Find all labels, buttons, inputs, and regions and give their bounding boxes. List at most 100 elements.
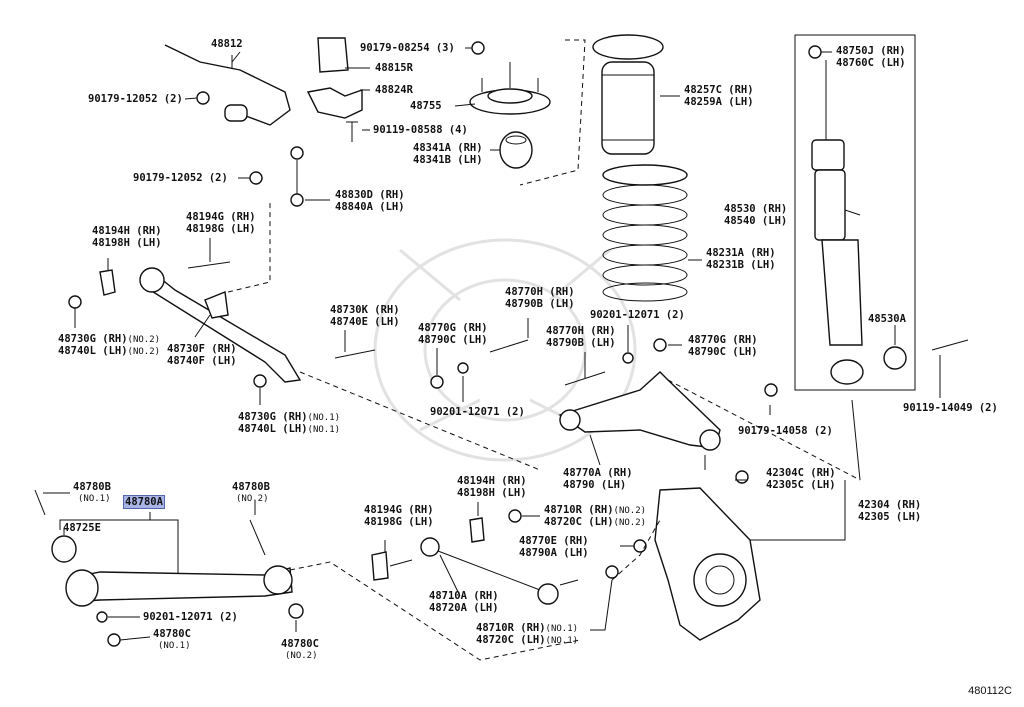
- label-42305: 42305 (LH): [858, 511, 922, 523]
- label-48341b: 48341B (LH): [413, 154, 483, 166]
- label-48720c-no2: 48720C (LH)(NO.2): [544, 516, 647, 528]
- bushing-42304c: [735, 470, 749, 484]
- label-no2-c: (NO.2): [236, 494, 269, 504]
- label-no1-b: (NO.1): [307, 425, 341, 435]
- part-48780a-bracket: [59, 519, 179, 575]
- nut-48770g-b: [653, 338, 667, 352]
- label-no2-f: (NO.2): [285, 651, 318, 661]
- label-48530: 48530 (RH): [724, 203, 788, 215]
- label-48840a: 48840A (LH): [335, 201, 405, 213]
- label-no1-c: (NO.1): [78, 494, 111, 504]
- label-48790c-b: 48790C (LH): [688, 346, 758, 358]
- label-42304c: 42304C (RH): [766, 467, 836, 479]
- nut-48730g-no1: [253, 374, 267, 388]
- label-48259a: 48259A (LH): [684, 96, 754, 108]
- bolt-48710r-no1: [559, 579, 579, 586]
- label-48770h-a: 48770H (RH): [505, 286, 575, 298]
- label-48780b-no2: 48780B: [232, 481, 270, 493]
- nut-48710r-no2: [508, 509, 522, 523]
- label-48710r-no1: 48710R (RH)(NO.1): [476, 622, 579, 634]
- label-48780c-no2: 48780C: [281, 638, 319, 650]
- nut-90179-08254: [471, 41, 485, 55]
- label-48740e: 48740E (LH): [330, 316, 400, 328]
- bolt-90119-08588: [346, 121, 358, 142]
- leader-lines: [43, 47, 941, 641]
- label-no1-f: (NO.1): [545, 636, 579, 646]
- stabilizer-link: [290, 146, 304, 207]
- label-90119-14049: 90119-14049 (2): [903, 402, 998, 414]
- label-48540: 48540 (LH): [724, 215, 788, 227]
- bushing-48530a: [883, 346, 907, 370]
- diagram-code: 480112C: [968, 685, 1012, 697]
- label-no2-a: (NO.2): [127, 335, 161, 345]
- label-48790a: 48790A (LH): [519, 547, 589, 559]
- label-48730g-no1: 48730G (RH)(NO.1): [238, 411, 341, 423]
- nut-90179-14058: [764, 383, 778, 397]
- label-48740l-no1: 48740L (LH)(NO.1): [238, 423, 341, 435]
- label-90201-12071-mid: 90201-12071 (2): [430, 406, 525, 418]
- label-48824r: 48824R: [375, 84, 413, 96]
- label-48770h-b: 48770H (RH): [546, 325, 616, 337]
- label-48720c-no1: 48720C (LH)(NO.1): [476, 634, 579, 646]
- steering-knuckle-42304: [654, 487, 761, 641]
- nut-48780c-no2: [288, 603, 304, 619]
- label-90201-12071-bot: 90201-12071 (2): [143, 611, 238, 623]
- label-48770e: 48770E (RH): [519, 535, 589, 547]
- label-48780a-highlighted[interactable]: 48780A: [123, 495, 165, 509]
- label-48770g-b: 48770G (RH): [688, 334, 758, 346]
- label-48780b-no1: 48780B: [73, 481, 111, 493]
- label-48790b-a: 48790B (LH): [505, 298, 575, 310]
- bolt-48194g-bot: [389, 559, 413, 567]
- toe-link-48710a: [420, 537, 559, 605]
- bolt-48194g-top: [187, 261, 231, 269]
- label-48830d: 48830D (RH): [335, 189, 405, 201]
- bracket-48824r: [306, 87, 363, 119]
- nut-48710r-no1-b: [605, 565, 619, 579]
- bushing-48194h-top: [99, 269, 116, 296]
- label-no2-e: (NO.2): [613, 518, 647, 528]
- nut-90179-12052-mid: [249, 171, 263, 185]
- nut-48770g-a: [430, 375, 444, 389]
- label-48815r: 48815R: [375, 62, 413, 74]
- bolt-90119-14049: [931, 339, 969, 351]
- label-no2-d: (NO.2): [613, 506, 647, 516]
- washer-90201-12071-bot: [96, 611, 108, 623]
- washer-90201-12071-mid: [457, 362, 469, 374]
- bolt-48780b-no1: [34, 489, 46, 516]
- label-48257c: 48257C (RH): [684, 84, 754, 96]
- stabilizer-bar: [164, 44, 291, 126]
- label-48198g-top: 48198G (LH): [186, 223, 256, 235]
- label-48730g-no2: 48730G (RH)(NO.2): [58, 333, 161, 345]
- label-48198h-bot: 48198H (LH): [457, 487, 527, 499]
- upper-support-48755: [469, 62, 551, 115]
- label-42305c: 42305C (LH): [766, 479, 836, 491]
- nut-48780c-no1: [107, 633, 121, 647]
- label-48231a: 48231A (RH): [706, 247, 776, 259]
- washer-90201-12071-top: [622, 352, 634, 364]
- label-90119-08588: 90119-08588 (4): [373, 124, 468, 136]
- label-48710r-no2: 48710R (RH)(NO.2): [544, 504, 647, 516]
- coil-spring-48231a: [602, 164, 688, 302]
- label-90179-14058: 90179-14058 (2): [738, 425, 833, 437]
- label-48198h-top: 48198H (LH): [92, 237, 162, 249]
- label-48790: 48790 (LH): [563, 479, 627, 491]
- label-48740l-no2: 48740L (LH)(NO.2): [58, 345, 161, 357]
- label-48730f: 48730F (RH): [167, 343, 237, 355]
- label-no1-d: (NO.1): [158, 641, 191, 651]
- label-48790b-b: 48790B (LH): [546, 337, 616, 349]
- label-48760c: 48760C (LH): [836, 57, 906, 69]
- shock-absorber-frame: [794, 34, 916, 391]
- label-48730k: 48730K (RH): [330, 304, 400, 316]
- bushing-48725e: [51, 535, 77, 563]
- label-48812: 48812: [211, 38, 243, 50]
- lower-arm-48780a: [65, 565, 293, 607]
- upper-arm-48730f: [139, 267, 302, 383]
- bolt-48780b-no2: [249, 519, 266, 556]
- label-48725e: 48725E: [63, 522, 101, 534]
- shock-absorber-48530: [811, 70, 864, 385]
- label-90201-12071-top: 90201-12071 (2): [590, 309, 685, 321]
- label-48194h-bot: 48194H (RH): [457, 475, 527, 487]
- bolt-48730k: [334, 349, 376, 359]
- label-48755: 48755: [410, 100, 442, 112]
- label-48780c-no1: 48780C: [153, 628, 191, 640]
